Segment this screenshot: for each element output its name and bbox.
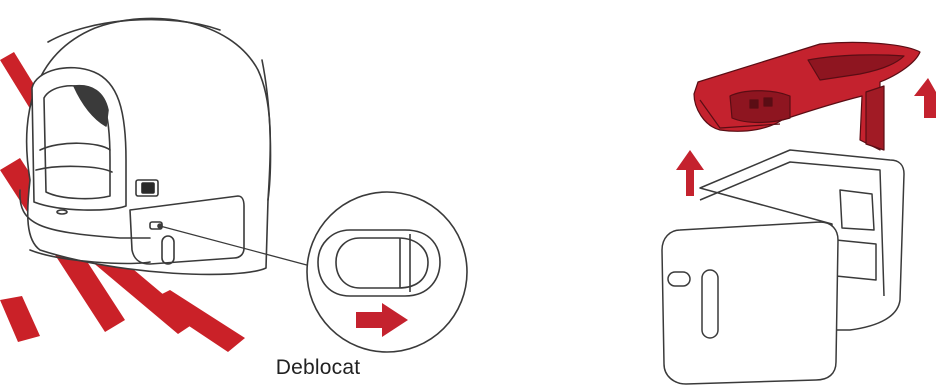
red-tray-part [693, 41, 921, 151]
litter-box-device [19, 17, 319, 276]
red-arrow-up-icon [676, 78, 936, 196]
red-arrow-right-icon [356, 303, 408, 337]
zoom-detail [306, 191, 468, 353]
unlock-caption: Deblocat [275, 356, 361, 379]
drawer-box-part [661, 149, 905, 385]
